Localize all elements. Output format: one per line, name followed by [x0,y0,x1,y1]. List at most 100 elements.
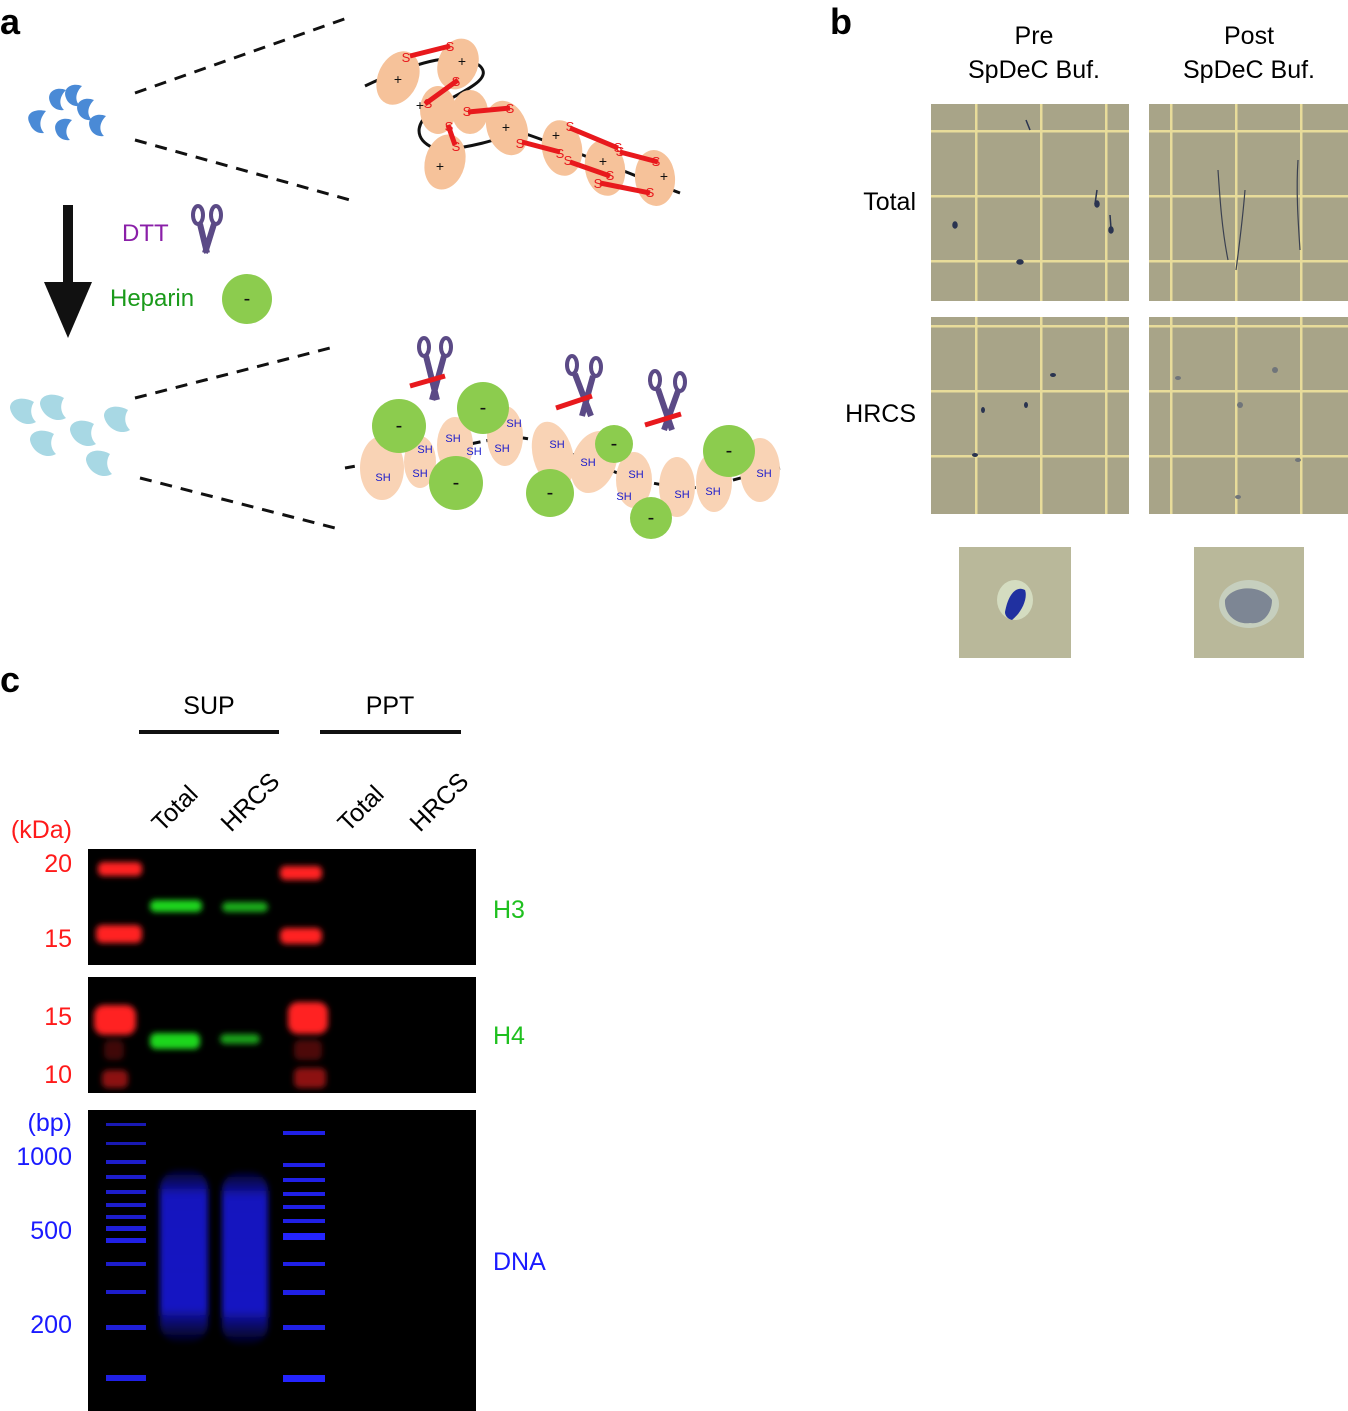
micrograph-pre-hrcs [931,317,1129,514]
svg-text:S: S [594,176,603,191]
dna-smear-hrcs [222,1172,268,1344]
h3-blot [88,849,476,965]
svg-text:S: S [556,146,565,161]
dna-marker-1000: 1000 [16,1143,72,1171]
zoom-lines-bottom [134,346,336,530]
disulfide-protamine-chain: S S S S S S S S S S S S S S S S S S + + … [364,38,681,206]
h4-label: H4 [493,1022,525,1050]
panel-b-label: b [830,1,852,42]
svg-text:SH: SH [628,469,643,481]
heparin-icon: - [222,274,272,324]
svg-text:-: - [244,288,251,310]
svg-text:SH: SH [674,489,689,501]
micrograph-post-hrcs [1149,317,1348,514]
reduced-protamine-chain: SH SH SH SH SH SH SH SH SH SH SH SH SH S… [344,382,781,539]
dna-ladder-right [283,1131,325,1382]
svg-text:S: S [452,74,461,89]
svg-text:-: - [726,440,733,462]
svg-text:S: S [614,140,623,155]
svg-text:SH: SH [445,433,460,445]
svg-text:S: S [424,96,433,111]
lane-label-1: Total [146,780,203,837]
svg-text:S: S [616,144,625,159]
svg-text:S: S [402,50,411,65]
scissors-icon [191,204,223,254]
svg-text:S: S [463,104,472,119]
svg-text:SH: SH [375,472,390,484]
h4-blot [88,977,476,1093]
svg-text:SH: SH [417,444,432,456]
cut-scissors-icon-3 [644,369,687,432]
h3-marker-15: 15 [44,925,72,953]
svg-text:S: S [445,119,454,134]
zoomed-post-sperm [1194,547,1304,658]
svg-text:+: + [660,168,668,184]
svg-text:+: + [436,158,444,174]
h3-marker-20: 20 [44,850,72,878]
svg-text:+: + [416,97,424,113]
panel-c-label: c [0,659,20,700]
dna-gel [88,1110,476,1411]
bp-unit-label: (bp) [28,1109,72,1137]
svg-text:SH: SH [549,439,564,451]
decondensed-sperm-icon [10,394,130,477]
svg-text:+: + [599,153,607,169]
svg-text:-: - [648,507,655,529]
cut-scissors-icon-2 [555,354,603,418]
group-sup-label: SUP [183,692,234,720]
zoom-lines-top [134,15,351,202]
svg-text:S: S [564,153,573,168]
svg-text:+: + [502,119,510,135]
panel-a-label: a [0,1,21,42]
col-post-line1: Post [1224,22,1274,50]
svg-text:-: - [396,415,403,437]
zoomed-pre-sperm [959,547,1071,658]
svg-text:+: + [458,53,466,69]
row-hrcs-label: HRCS [845,400,916,428]
svg-text:-: - [453,472,460,494]
h4-marker-15: 15 [44,1003,72,1031]
svg-text:SH: SH [466,446,481,458]
dna-label: DNA [493,1248,546,1276]
h4-marker-10: 10 [44,1061,72,1089]
svg-text:-: - [480,397,487,419]
micrograph-post-total [1149,104,1348,301]
col-pre-line1: Pre [1015,22,1054,50]
kda-unit-label: (kDa) [11,816,72,844]
dna-marker-200: 200 [30,1311,72,1339]
svg-text:S: S [652,154,661,169]
svg-text:-: - [611,433,618,455]
svg-text:-: - [547,482,554,504]
group-ppt-label: PPT [366,692,415,720]
svg-text:SH: SH [494,443,509,455]
svg-text:S: S [446,39,455,54]
svg-text:S: S [516,136,525,151]
svg-text:+: + [394,71,402,87]
svg-text:SH: SH [506,418,521,430]
svg-text:SH: SH [616,491,631,503]
lane-label-3: Total [332,780,389,837]
svg-text:SH: SH [705,486,720,498]
col-pre-line2: SpDeC Buf. [968,56,1100,84]
svg-text:S: S [566,119,575,134]
condensed-sperm-icon [28,84,106,141]
dna-smear-total [160,1170,208,1342]
down-arrow-icon [44,205,92,338]
svg-text:+: + [552,127,560,143]
svg-text:SH: SH [412,468,427,480]
svg-text:S: S [506,101,515,116]
cut-scissors-icon-1 [409,336,453,401]
svg-text:SH: SH [756,468,771,480]
lane-label-4: HRCS [404,767,474,837]
svg-text:S: S [452,139,461,154]
svg-text:S: S [646,185,655,200]
row-total-label: Total [863,188,916,216]
svg-text:SH: SH [580,457,595,469]
lane-label-2: HRCS [215,767,285,837]
svg-text:S: S [606,168,615,183]
col-post-line2: SpDeC Buf. [1183,56,1315,84]
dtt-label: DTT [122,220,169,247]
micrograph-pre-total [931,104,1129,301]
h3-label: H3 [493,896,525,924]
